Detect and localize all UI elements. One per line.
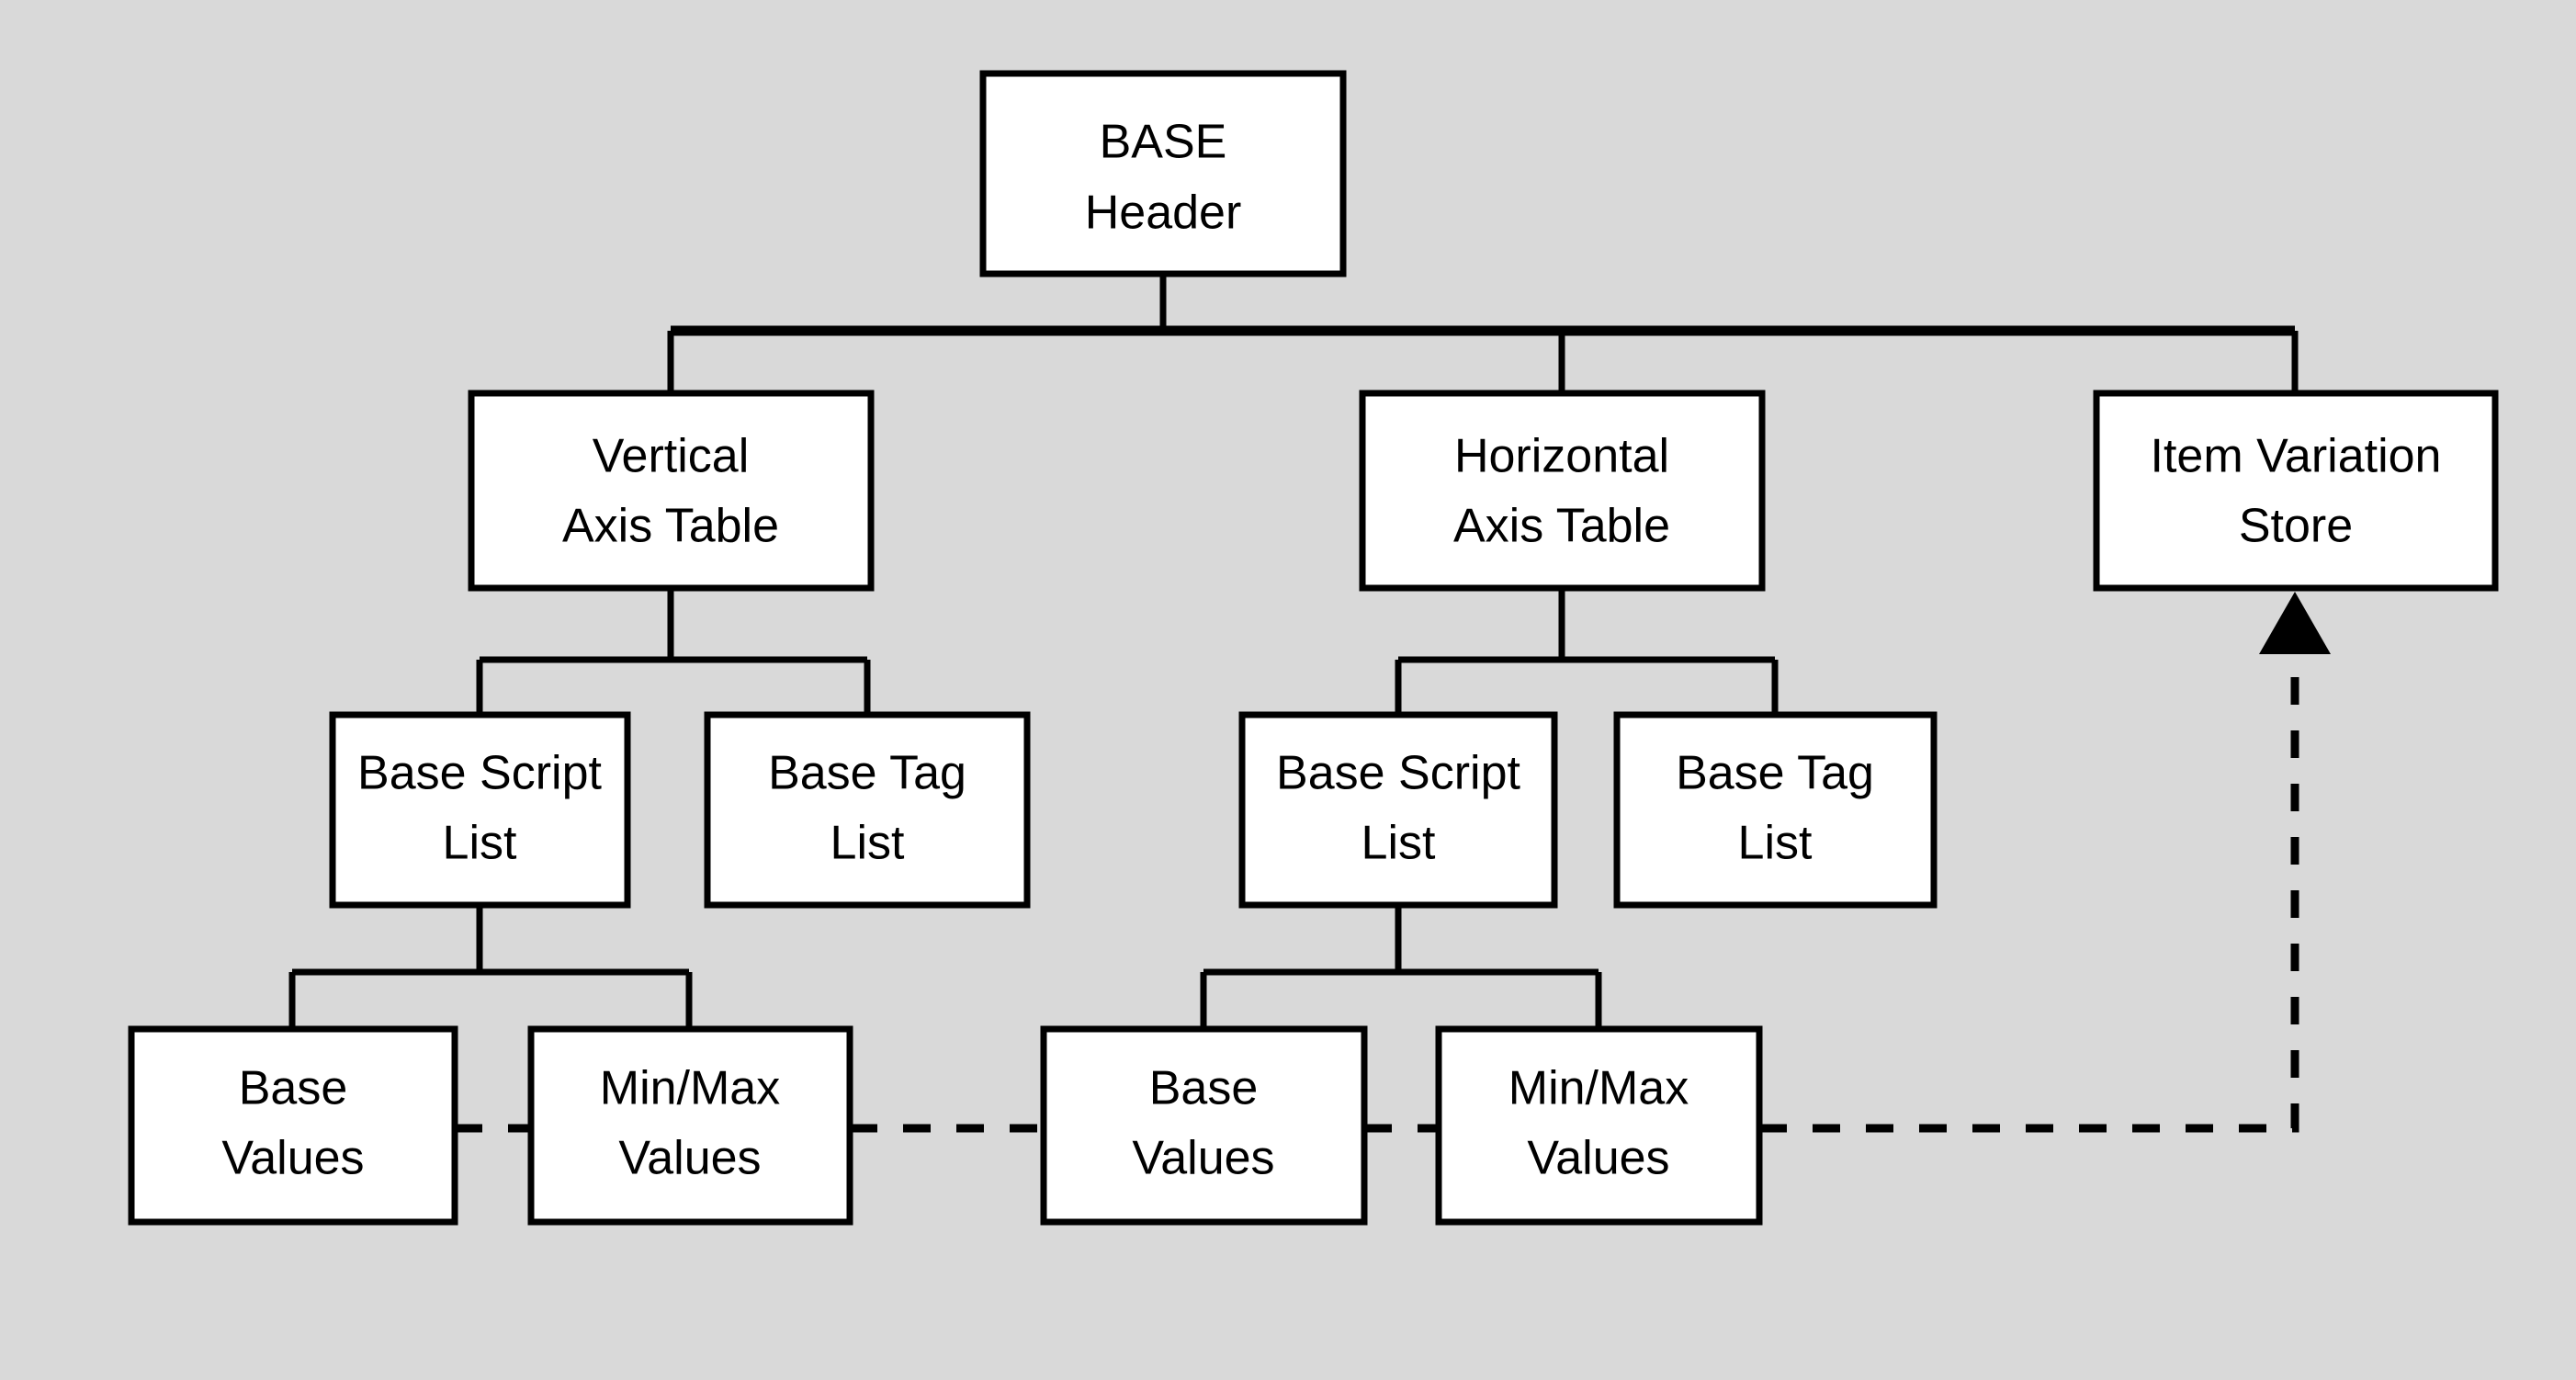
connector-group-dashed: [455, 592, 2331, 1133]
node-v-minmax-values-box[interactable]: [527, 1025, 853, 1226]
node-h-base-tag-list[interactable]: Base Tag List: [1613, 711, 1938, 909]
node-h-minmax-values[interactable]: Min/Max Values: [1435, 1025, 1763, 1226]
node-v-base-script-list-label-line1: Base Script: [357, 747, 602, 800]
node-h-minmax-values-label-line2: Values: [1527, 1132, 1669, 1185]
node-v-minmax-values-label-line1: Min/Max: [600, 1062, 780, 1115]
node-h-base-tag-list-label-line2: List: [1738, 817, 1813, 870]
node-h-base-values-box[interactable]: [1040, 1025, 1368, 1226]
node-item-variation-store[interactable]: Item Variation Store: [2093, 390, 2499, 592]
node-v-base-script-list-box[interactable]: [329, 711, 631, 909]
node-horizontal-axis-table[interactable]: Horizontal Axis Table: [1359, 390, 1766, 592]
node-h-base-script-list-label-line2: List: [1361, 817, 1436, 870]
node-v-base-script-list-label-line2: List: [443, 817, 517, 870]
node-item-variation-store-box[interactable]: [2093, 390, 2499, 592]
node-v-base-tag-list-label-line1: Base Tag: [768, 747, 966, 800]
node-base-header[interactable]: BASE Header: [979, 70, 1347, 277]
node-h-base-values-label-line1: Base: [1149, 1062, 1259, 1115]
node-v-minmax-values[interactable]: Min/Max Values: [527, 1025, 853, 1226]
dashed-link-h-minmax-to-item-variation-store: [1759, 643, 2299, 1133]
node-h-base-tag-list-label-line1: Base Tag: [1676, 747, 1874, 800]
node-horizontal-axis-table-label-line2: Axis Table: [1453, 500, 1670, 553]
node-horizontal-axis-table-label-line1: Horizontal: [1454, 430, 1669, 483]
node-v-base-values[interactable]: Base Values: [128, 1025, 458, 1226]
node-v-base-values-box[interactable]: [128, 1025, 458, 1226]
node-v-base-tag-list-box[interactable]: [704, 711, 1031, 909]
connector-group-solid: [288, 274, 2299, 1029]
node-v-base-values-label-line2: Values: [221, 1132, 364, 1185]
node-h-base-values[interactable]: Base Values: [1040, 1025, 1368, 1226]
node-v-base-tag-list-label-line2: List: [830, 817, 905, 870]
node-h-minmax-values-label-line1: Min/Max: [1508, 1062, 1689, 1115]
node-v-base-values-label-line1: Base: [239, 1062, 348, 1115]
node-item-variation-store-label-line1: Item Variation: [2151, 430, 2442, 483]
node-vertical-axis-table-box[interactable]: [468, 390, 875, 592]
node-vertical-axis-table-label-line1: Vertical: [593, 430, 750, 483]
node-v-base-script-list[interactable]: Base Script List: [329, 711, 631, 909]
node-v-base-tag-list[interactable]: Base Tag List: [704, 711, 1031, 909]
node-base-header-box[interactable]: [979, 70, 1347, 277]
node-horizontal-axis-table-box[interactable]: [1359, 390, 1766, 592]
arrow-head-icon: [2259, 592, 2331, 654]
node-h-base-script-list-box[interactable]: [1238, 711, 1558, 909]
node-vertical-axis-table-label-line2: Axis Table: [562, 500, 779, 553]
node-v-minmax-values-label-line2: Values: [618, 1132, 761, 1185]
node-h-base-values-label-line2: Values: [1132, 1132, 1274, 1185]
node-h-base-tag-list-box[interactable]: [1613, 711, 1938, 909]
node-h-base-script-list[interactable]: Base Script List: [1238, 711, 1558, 909]
node-h-base-script-list-label-line1: Base Script: [1276, 747, 1520, 800]
node-h-minmax-values-box[interactable]: [1435, 1025, 1763, 1226]
node-base-header-label-line2: Header: [1085, 187, 1242, 240]
node-vertical-axis-table[interactable]: Vertical Axis Table: [468, 390, 875, 592]
node-base-header-label-line1: BASE: [1100, 116, 1227, 169]
node-item-variation-store-label-line2: Store: [2239, 500, 2353, 553]
